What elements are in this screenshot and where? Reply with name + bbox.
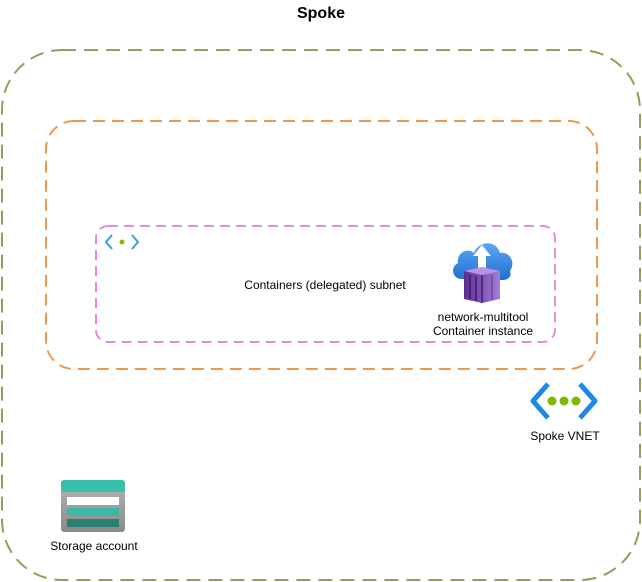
vnet-box [45, 120, 598, 370]
vnet-label: Spoke VNET [530, 429, 600, 443]
spoke-outer-box [1, 49, 641, 581]
diagram-title: Spoke [296, 5, 345, 22]
storage-label: Storage account [50, 539, 138, 553]
vnet-icon [530, 382, 598, 420]
container-instance-icon [453, 243, 513, 303]
subnet-icon [104, 234, 140, 250]
subnet-box [95, 225, 556, 343]
storage-account-icon [61, 480, 125, 532]
container-name-label: network-multitool [437, 310, 529, 324]
container-type-label: Container instance [432, 324, 534, 338]
subnet-label: Containers (delegated) subnet [244, 278, 406, 292]
